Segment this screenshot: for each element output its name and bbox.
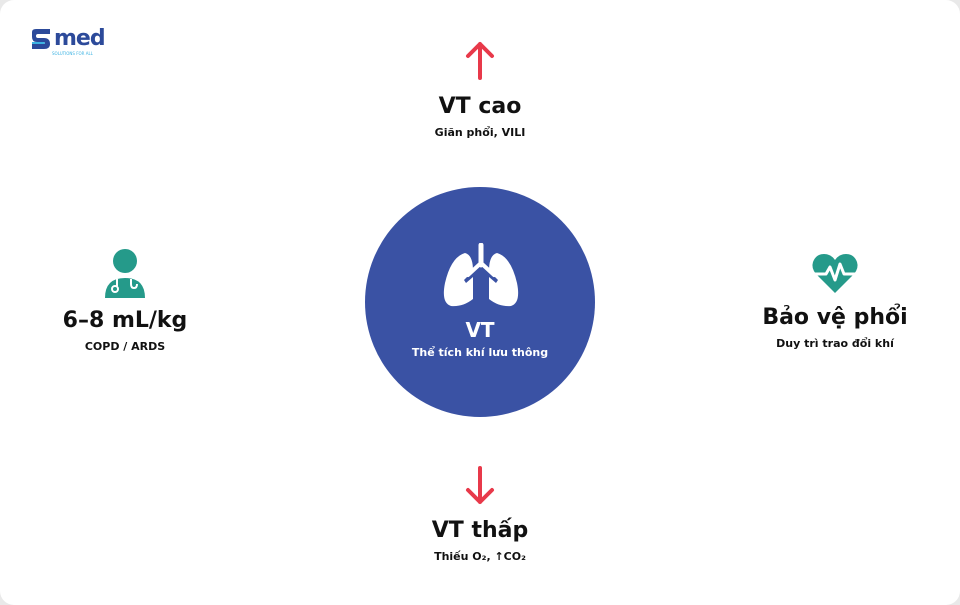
arrow-down-icon <box>466 466 494 504</box>
node-title: Bảo vệ phổi <box>762 305 908 330</box>
center-subtitle: Thể tích khí lưu thông <box>411 346 549 359</box>
logo-mark-icon <box>32 29 50 49</box>
lungs-icon <box>443 243 519 307</box>
logo-tagline: SOLUTIONS FOR ALL <box>52 51 93 56</box>
node-subtitle: COPD / ARDS <box>84 340 166 353</box>
node-title: 6–8 mL/kg <box>62 308 188 333</box>
node-title: VT cao <box>438 94 522 119</box>
heartbeat-icon <box>812 254 858 293</box>
node-subtitle: Giãn phổi, VILI <box>434 126 526 139</box>
node-subtitle: Thiếu O₂, ↑CO₂ <box>434 550 526 563</box>
node-title: VT thấp <box>431 518 529 543</box>
node-dosage: 6–8 mL/kg COPD / ARDS <box>25 248 225 353</box>
center-title: VT <box>465 318 495 342</box>
arrow-up-icon <box>466 42 494 80</box>
node-vt-low: VT thấp Thiếu O₂, ↑CO₂ <box>380 464 580 563</box>
center-circle: VT Thể tích khí lưu thông <box>365 187 595 417</box>
doctor-icon <box>105 249 145 298</box>
logo-name: med <box>54 26 106 51</box>
node-lung-protection: Bảo vệ phổi Duy trì trao đổi khí <box>735 253 935 350</box>
node-vt-high: VT cao Giãn phổi, VILI <box>380 38 580 139</box>
node-subtitle: Duy trì trao đổi khí <box>776 337 894 350</box>
logo: med SOLUTIONS FOR ALL <box>30 26 106 56</box>
